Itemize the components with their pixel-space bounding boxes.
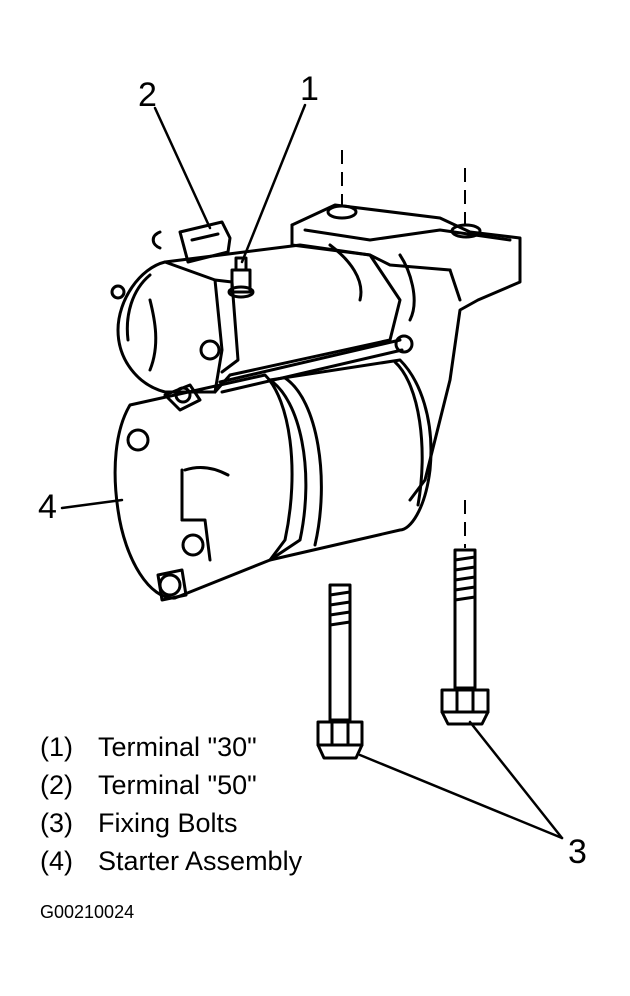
legend-label: Terminal "50" [98,770,257,800]
solenoid [110,243,402,394]
callout-4: 4 [38,488,57,526]
terminal-30-stud [227,256,255,299]
legend-label: Terminal "30" [98,732,257,762]
legend-number: (4) [40,846,73,876]
leader-line-2 [153,106,212,230]
fixing-bolt-right [440,548,490,726]
legend-label: Starter Assembly [98,846,303,876]
end-cap [113,373,294,602]
legend-list: (1) Terminal "30" (2) Terminal "50" (3) Fix… [40,728,302,880]
callout-3: 3 [568,833,587,871]
leader-line-3a [358,753,564,840]
leader-line-4 [60,498,124,510]
legend-label: Fixing Bolts [98,808,238,838]
legend-item: (3) Fixing Bolts [40,804,302,842]
callout-1: 1 [300,70,319,108]
motor-housing [268,358,433,562]
figure-id: G00210024 [40,902,135,922]
through-bolt [218,334,414,394]
leader-line-1 [240,103,307,264]
mounting-bracket [290,203,522,502]
terminal-50-connector [151,220,232,264]
legend-number: (3) [40,808,73,838]
legend-number: (1) [40,732,73,762]
leader-line-3b [468,720,564,840]
legend-item: (2) Terminal "50" [40,766,302,804]
legend-item: (4) Starter Assembly [40,842,302,880]
legend-number: (2) [40,770,73,800]
legend-item: (1) Terminal "30" [40,728,302,766]
fixing-bolt-left [316,583,364,760]
callout-2: 2 [138,76,157,114]
